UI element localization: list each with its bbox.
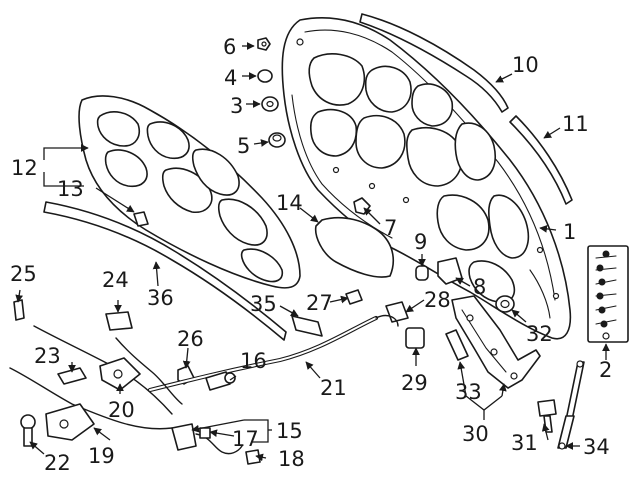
callout-32: 32 (526, 322, 553, 346)
callout-35: 35 (250, 292, 277, 316)
callout-10: 10 (512, 53, 539, 77)
bolt-22 (20, 414, 36, 447)
callout-15: 15 (276, 419, 303, 443)
callout-24: 24 (102, 268, 129, 292)
hood-insulation-pad (78, 95, 301, 289)
gas-strut (557, 360, 585, 450)
plug-4 (257, 69, 273, 83)
release-cable-19 (9, 325, 183, 430)
callout-17: 17 (232, 427, 259, 451)
fastener-kit (587, 245, 629, 343)
callout-27: 27 (306, 291, 333, 315)
hinge-pin-33 (445, 329, 469, 361)
insulation-panel (314, 216, 395, 278)
callout-9: 9 (414, 230, 427, 254)
switch-15 (171, 423, 197, 451)
bolt-31 (537, 399, 557, 433)
callout-30: 30 (462, 422, 489, 446)
callout-19: 19 (88, 444, 115, 468)
callout-12: 12 (11, 156, 38, 180)
hood-seal-strip (43, 201, 287, 341)
callout-16: 16 (240, 349, 267, 373)
callout-28: 28 (424, 288, 451, 312)
callout-29: 29 (401, 371, 428, 395)
callout-22: 22 (44, 451, 71, 475)
callout-23: 23 (34, 344, 61, 368)
lock-mechanism-20 (99, 357, 141, 391)
bumper-5 (268, 132, 286, 148)
callout-14: 14 (276, 191, 303, 215)
callout-2: 2 (599, 358, 612, 382)
callout-21: 21 (320, 376, 347, 400)
release-cable-21 (147, 314, 399, 393)
callout-5: 5 (237, 134, 250, 158)
callout-26: 26 (177, 327, 204, 351)
clip-27 (345, 289, 363, 305)
callout-25: 25 (10, 262, 37, 286)
callout-18: 18 (278, 447, 305, 471)
callout-4: 4 (224, 66, 237, 90)
bumper-32 (495, 295, 515, 313)
side-seal (509, 115, 573, 205)
latch-body-19 (45, 403, 95, 441)
bolt-16 (205, 371, 236, 391)
callout-6: 6 (223, 35, 236, 59)
clip-13 (133, 211, 149, 227)
callout-13: 13 (57, 177, 84, 201)
callout-1: 1 (563, 220, 576, 244)
callout-labels: 1 2 3 4 5 6 7 8 9 10 11 12 13 14 15 16 1… (10, 35, 612, 475)
callout-3: 3 (230, 94, 243, 118)
clip-25 (13, 299, 25, 321)
callout-31: 31 (511, 431, 538, 455)
hood-panel (281, 17, 572, 340)
latch-28 (385, 301, 409, 323)
stop-9 (415, 265, 429, 281)
callout-33: 33 (455, 380, 482, 404)
lock-bracket (437, 257, 463, 285)
callout-36: 36 (147, 286, 174, 310)
latch-29 (405, 327, 425, 349)
front-seal (359, 13, 509, 113)
bracket-24 (105, 311, 133, 331)
callout-20: 20 (108, 398, 135, 422)
callout-7: 7 (384, 216, 397, 240)
hood-hinge (451, 295, 541, 389)
callout-11: 11 (562, 112, 589, 136)
callout-8: 8 (473, 275, 486, 299)
grommet-3 (261, 96, 279, 112)
leader-lines (15, 42, 610, 462)
clip-35 (291, 315, 323, 337)
callout-34: 34 (583, 435, 610, 459)
bumper-6 (257, 37, 271, 51)
